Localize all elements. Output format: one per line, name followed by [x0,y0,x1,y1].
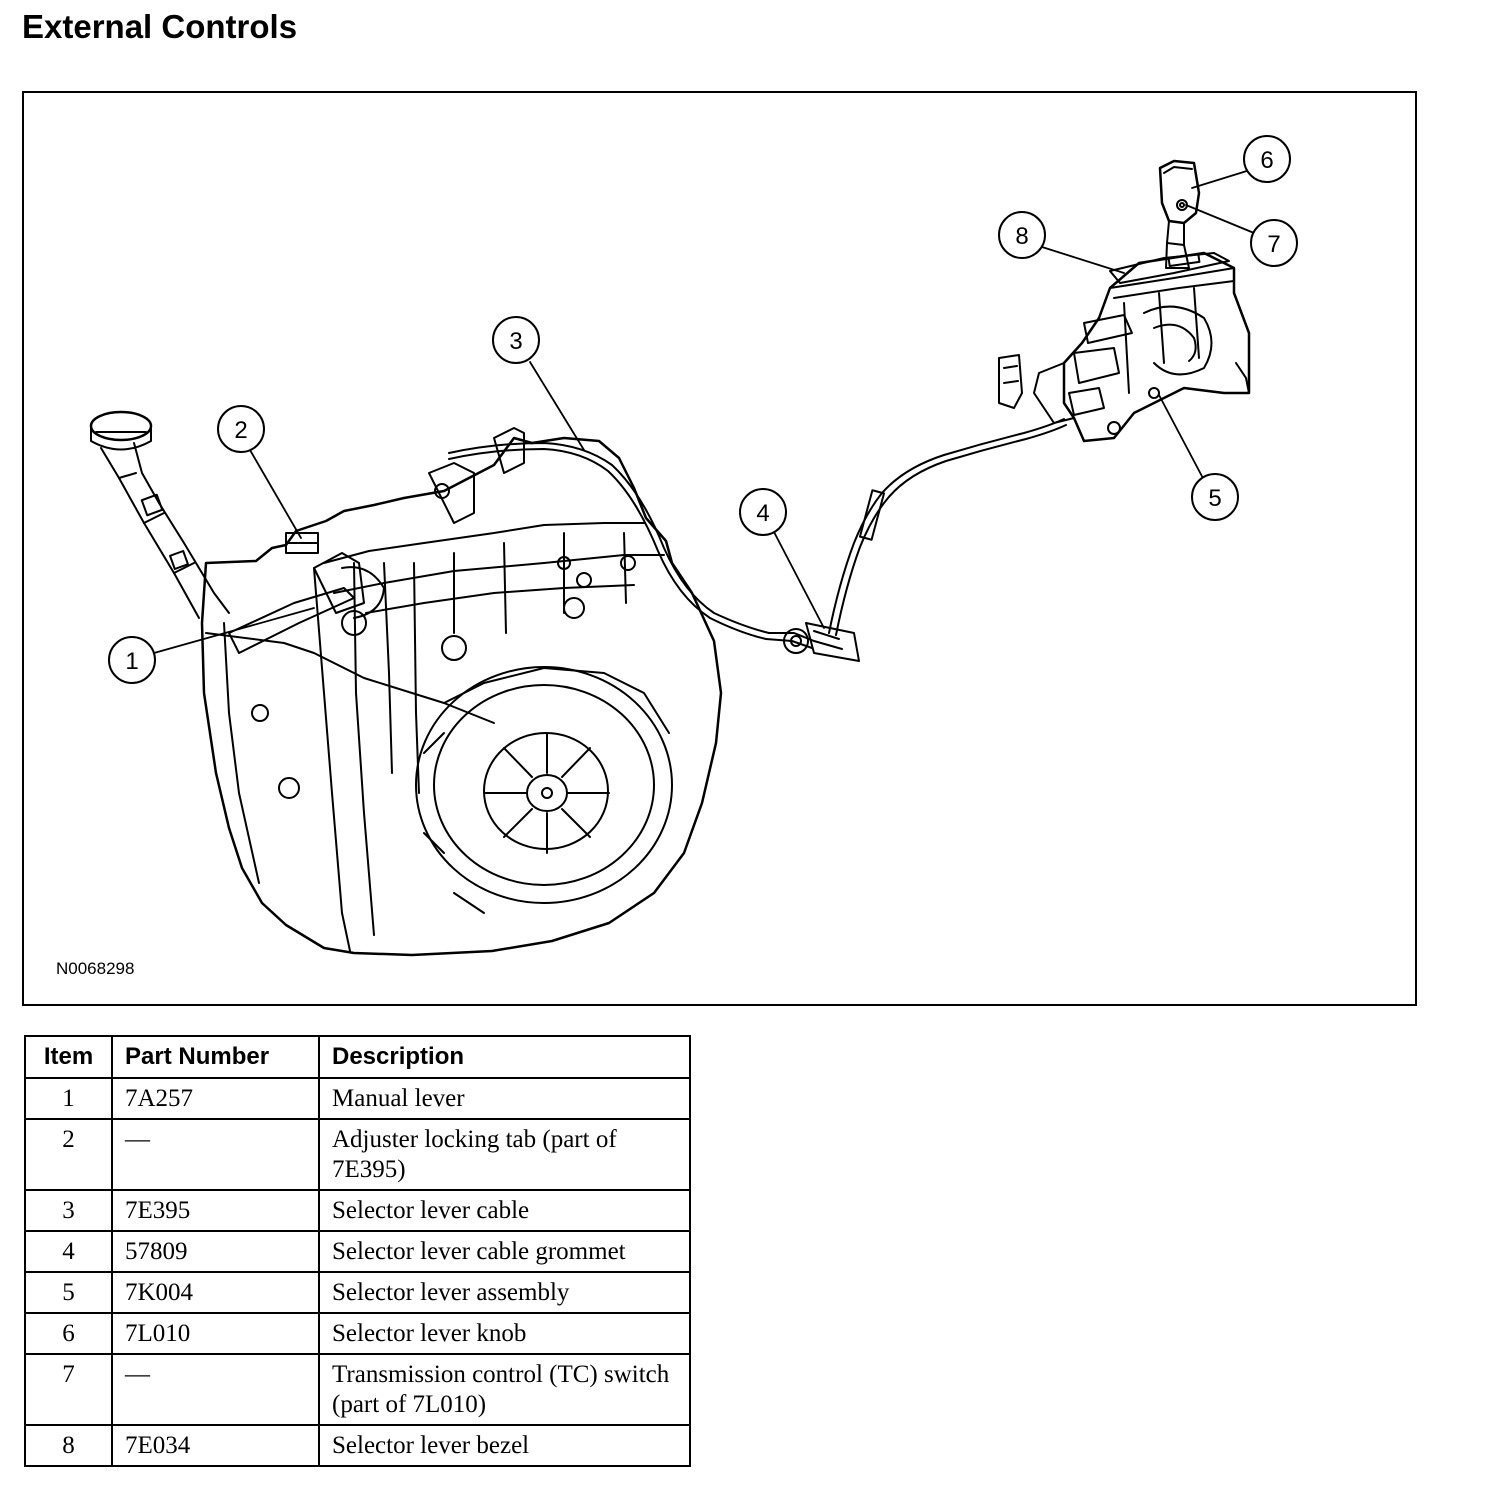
callout-2 [217,405,265,453]
cell-description: Selector lever cable grommet [318,1230,691,1273]
cell-description: Selector lever bezel [318,1424,691,1467]
callout-3-label: 3 [509,328,522,355]
table-row: 4 57809 Selector lever cable grommet [24,1230,691,1273]
leader-lines [153,169,1255,654]
cell-description: Selector lever cable [318,1189,691,1232]
figure-frame: 1 2 3 4 5 6 7 8 N0068298 [22,91,1417,1006]
callouts [108,135,1298,684]
callout-5-label: 5 [1208,485,1221,512]
table-row: 2 — Adjuster locking tab (part of 7E395) [24,1118,691,1191]
callout-1 [108,636,156,684]
header-description: Description [318,1035,691,1079]
callout-4-label: 4 [756,500,769,527]
cell-part-number: 57809 [111,1230,320,1273]
table-row: 1 7A257 Manual lever [24,1077,691,1120]
transmission-housing [89,410,723,957]
cell-description: Adjuster locking tab (part of 7E395) [318,1118,691,1191]
cell-item: 7 [24,1353,113,1426]
callout-2-label: 2 [234,417,247,444]
selector-lever-knob [1158,159,1201,269]
selector-lever-bezel [1109,252,1230,284]
callout-6-label: 6 [1260,147,1273,174]
table-row: 8 7E034 Selector lever bezel [24,1424,691,1467]
cell-part-number: 7K004 [111,1271,320,1314]
callout-6 [1243,135,1291,183]
cell-description: Manual lever [318,1077,691,1120]
selector-lever-cable-grommet [783,622,860,662]
header-item: Item [24,1035,113,1079]
table-row: 7 — Transmission control (TC) switch (pa… [24,1353,691,1426]
cell-item: 8 [24,1424,113,1467]
cell-part-number: 7L010 [111,1312,320,1355]
table-row: 6 7L010 Selector lever knob [24,1312,691,1355]
page-title: External Controls [22,8,298,45]
cell-description: Transmission control (TC) switch (part o… [318,1353,691,1426]
cell-description: Selector lever knob [318,1312,691,1355]
exploded-view-illustration: 1 2 3 4 5 6 7 8 [89,135,1298,957]
callout-7 [1250,219,1298,267]
callout-3 [492,316,540,364]
callout-8 [998,211,1046,259]
callout-1-label: 1 [125,648,138,675]
cell-description: Selector lever assembly [318,1271,691,1314]
cell-part-number: 7A257 [111,1077,320,1120]
parts-table: Item Part Number Description 1 7A257 Man… [24,1035,691,1467]
selector-lever-assembly [998,251,1251,443]
table-row: 3 7E395 Selector lever cable [24,1189,691,1232]
header-part-number: Part Number [111,1035,320,1079]
cell-item: 4 [24,1230,113,1273]
cell-item: 5 [24,1271,113,1314]
cell-part-number: 7E395 [111,1189,320,1232]
cell-part-number: — [111,1353,320,1426]
callout-8-label: 8 [1015,223,1028,250]
cell-part-number: 7E034 [111,1424,320,1467]
table-header-row: Item Part Number Description [24,1035,691,1079]
cell-item: 3 [24,1189,113,1232]
callout-5 [1191,473,1239,521]
figure-id: N0068298 [56,959,135,978]
callout-4 [739,488,787,536]
callout-7-label: 7 [1267,231,1280,258]
cell-item: 2 [24,1118,113,1191]
cell-part-number: — [111,1118,320,1191]
table-row: 5 7K004 Selector lever assembly [24,1271,691,1314]
cell-item: 6 [24,1312,113,1355]
cell-item: 1 [24,1077,113,1120]
selector-lever-cable [448,418,1067,649]
